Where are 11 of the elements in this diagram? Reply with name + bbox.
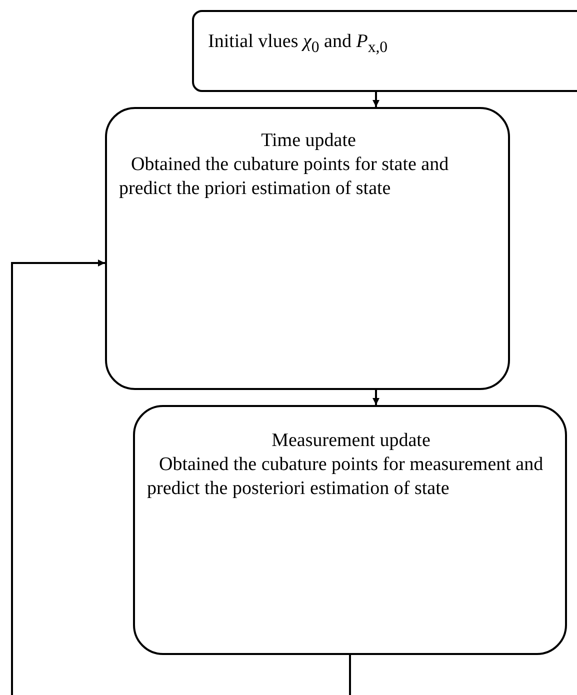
process-box [192, 10, 577, 92]
box-description: Obtained the cubature points for state and predict the priori estimation of state [119, 153, 450, 201]
connector-arrow [372, 92, 380, 107]
box-description: Obtained the cubature points for measurement and predict the posteriori estimation of state [147, 453, 544, 501]
box-heading: Measurement update [270, 429, 432, 453]
connector-arrow [11, 260, 105, 695]
process-box [133, 405, 567, 655]
box-heading: Initial vlues χ$_{0}$ and P$_{x,0}$ [208, 30, 389, 58]
connector-arrow [372, 390, 380, 405]
process-box [105, 107, 510, 390]
box-heading: Time update [260, 129, 357, 153]
